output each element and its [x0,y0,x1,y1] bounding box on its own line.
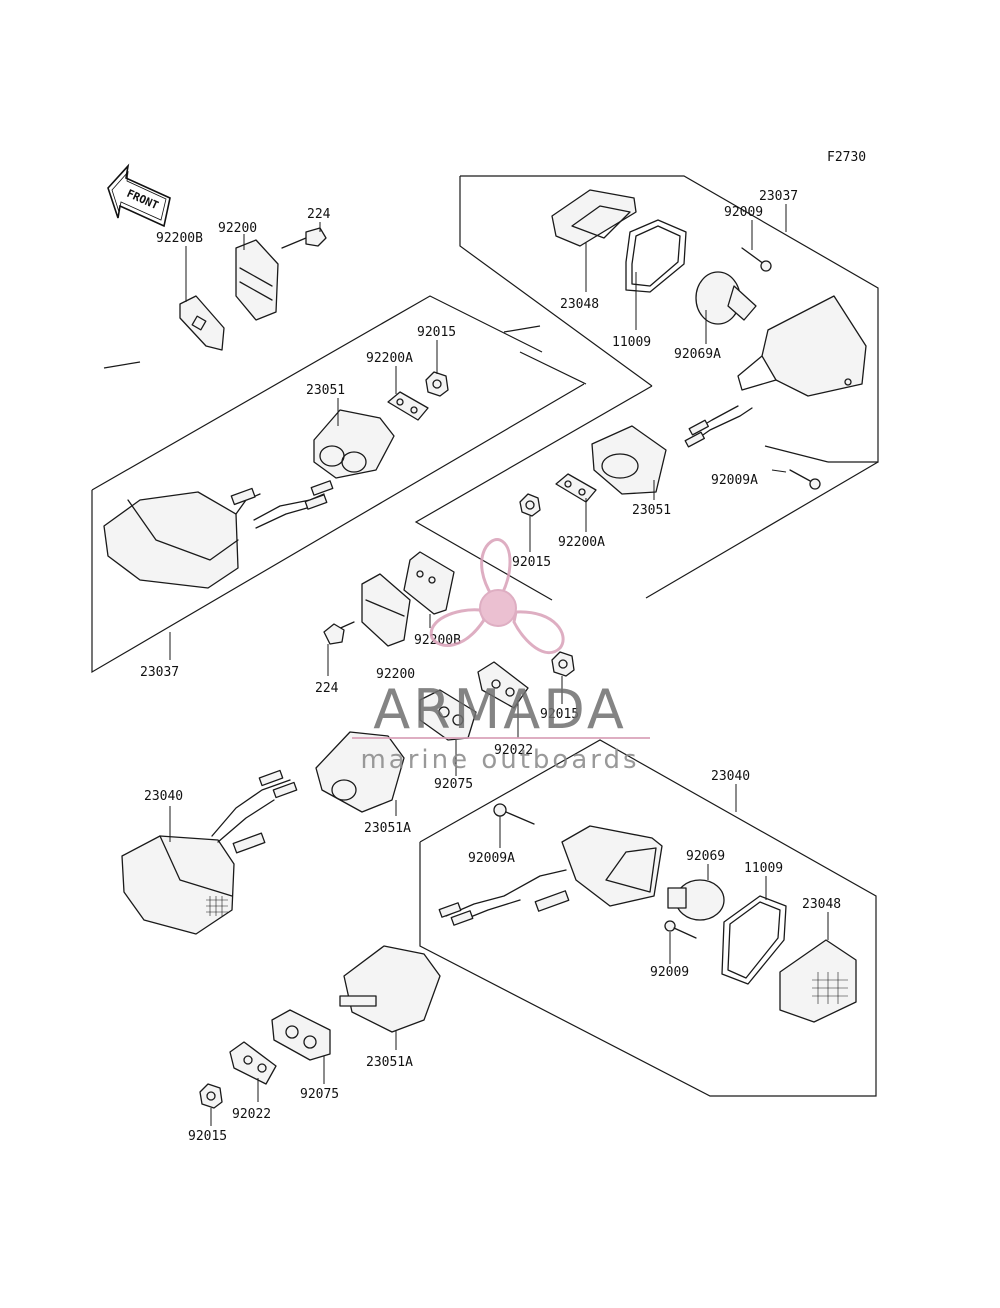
plate-92200-mid [361,573,411,647]
label-23048-top: 23048 [560,297,599,312]
watermark-brand: ARMADA [373,678,627,741]
label-92069A: 92069A [674,347,721,362]
housing-23037-top [737,295,867,397]
bracket-23051A-bottom [339,945,441,1033]
label-92015-top: 92015 [417,325,456,340]
plate-92200A-right [555,473,597,503]
label-92009-bottom: 92009 [650,965,689,980]
label-92200-top: 92200 [218,221,257,236]
label-23051A-mid: 23051A [364,821,411,836]
plate-92200A-left [387,391,429,421]
screw-92009-top [741,247,772,272]
label-92069: 92069 [686,849,725,864]
washer-92022-bottom [229,1041,277,1085]
label-23051-left: 23051 [306,383,345,398]
bulb-92069 [667,879,725,921]
bolt-224-mid [323,621,355,645]
label-23051A-bottom: 23051A [366,1055,413,1070]
label-92009A-top: 92009A [711,473,758,488]
label-92075-mid: 92075 [434,777,473,792]
lens-23048-bottom [779,939,857,1023]
screw-92009A-bottom [493,803,535,825]
gasket-11009-bottom [721,895,787,985]
label-92015-mid: 92015 [512,555,551,570]
grommet-92075-bottom [271,1009,331,1061]
plate-92200B-top [179,295,225,351]
wires-top-left [253,480,334,529]
gasket-11009-top [625,219,687,293]
label-92075-bottom: 92075 [300,1087,339,1102]
label-11009-bottom: 11009 [744,861,783,876]
label-92015-mid2: 92015 [540,707,579,722]
group-frames [91,175,879,1097]
wires-top-right [684,405,753,448]
bolt-224-top [281,227,327,249]
propeller-logo-icon [429,538,565,655]
label-23040-left: 23040 [144,789,183,804]
watermark: ARMADA marine outboards [352,538,650,775]
label-92015-bottom: 92015 [188,1129,227,1144]
label-92009A-bottom: 92009A [468,851,515,866]
label-92022-mid: 92022 [494,743,533,758]
nut-92015-top [425,371,449,397]
nut-92015-bottom [199,1083,223,1109]
leader-lines [169,204,829,1126]
label-224-top: 224 [307,207,331,222]
plate-92200-top [235,239,279,321]
label-23037-left: 23037 [140,665,179,680]
washer-92022-mid [477,661,529,709]
label-23048-bottom: 23048 [802,897,841,912]
label-92200B-top: 92200B [156,231,203,246]
lens-23048-top [551,189,637,247]
label-92009-top: 92009 [724,205,763,220]
bracket-23051A-mid [315,731,405,813]
label-23040-right: 23040 [711,769,750,784]
bracket-23051-left [313,409,395,479]
label-224-mid: 224 [315,681,339,696]
front-arrow-icon: FRONT [107,163,171,228]
label-23037-top: 23037 [759,189,798,204]
nut-92015-mid2 [551,651,575,677]
label-92200A-left: 92200A [366,351,413,366]
wires-mid-left [211,769,298,843]
nut-92015-mid [519,493,541,517]
screw-92009A-top [789,469,821,490]
bulb-92069A [695,271,757,325]
housing-23037-left [103,487,261,589]
bracket-23051-right [591,425,667,495]
housing-23040-right [534,825,663,912]
label-11009-top: 11009 [612,335,651,350]
plate-92200B-mid [403,551,455,615]
housing-23040-left [121,832,266,935]
screw-92009-bottom [664,920,697,939]
label-92200A-right: 92200A [558,535,605,550]
label-23051-right: 23051 [632,503,671,518]
label-92022-bottom: 92022 [232,1107,271,1122]
label-92200-mid: 92200 [376,667,415,682]
watermark-tagline: marine outboards [360,745,639,775]
figure-code: F2730 [827,150,866,165]
part-labels: 23037 23048 11009 92009 92069A 92009A 23… [140,189,841,1144]
wires-bottom-right [438,869,567,926]
